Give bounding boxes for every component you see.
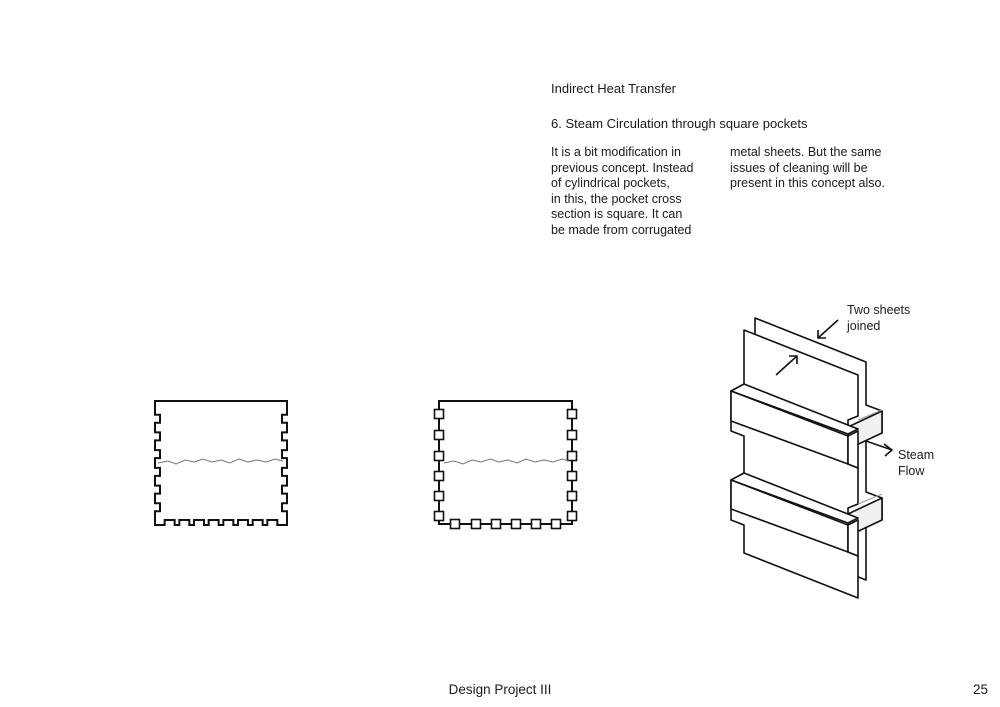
square-pocket <box>433 490 445 502</box>
liquid-level-line-1 <box>157 458 284 465</box>
two-sheets-joined-label: Two sheets joined <box>847 303 911 333</box>
steam-flow-label: Steam Flow <box>898 448 935 478</box>
corrugated-sheets-isometric <box>730 317 893 599</box>
page-number: 25 <box>972 682 988 697</box>
footer-project-name: Design Project III <box>448 682 552 697</box>
square-pocket <box>449 518 461 530</box>
square-pocket <box>566 429 578 441</box>
square-pocket <box>470 518 482 530</box>
square-pocket <box>550 518 562 530</box>
square-pocket <box>510 518 522 530</box>
square-pocket <box>566 470 578 482</box>
square-pocket <box>566 450 578 462</box>
concept-subtitle: 6. Steam Circulation through square pock… <box>551 116 808 131</box>
description-column-1: It is a bit modification in previous con… <box>551 145 694 237</box>
liquid-level-line-2 <box>443 458 570 465</box>
square-pocket <box>433 429 445 441</box>
square-pocket <box>433 408 445 420</box>
square-pocket <box>433 450 445 462</box>
sheet-arrow-icon <box>775 355 798 376</box>
steam-flow-arrow-icon <box>865 440 893 457</box>
square-pocket <box>433 510 445 522</box>
description-column-2: metal sheets. But the same issues of cle… <box>730 145 885 190</box>
square-pocket <box>566 510 578 522</box>
square-pocket <box>566 408 578 420</box>
joined-pointer-arrow-icon <box>817 319 839 339</box>
notched-container-sketch <box>154 400 288 526</box>
square-pocket <box>490 518 502 530</box>
square-pocket <box>530 518 542 530</box>
square-pocket <box>433 470 445 482</box>
section-title: Indirect Heat Transfer <box>551 81 676 96</box>
square-pocket <box>566 490 578 502</box>
square-pocket-container-sketch <box>433 400 578 530</box>
